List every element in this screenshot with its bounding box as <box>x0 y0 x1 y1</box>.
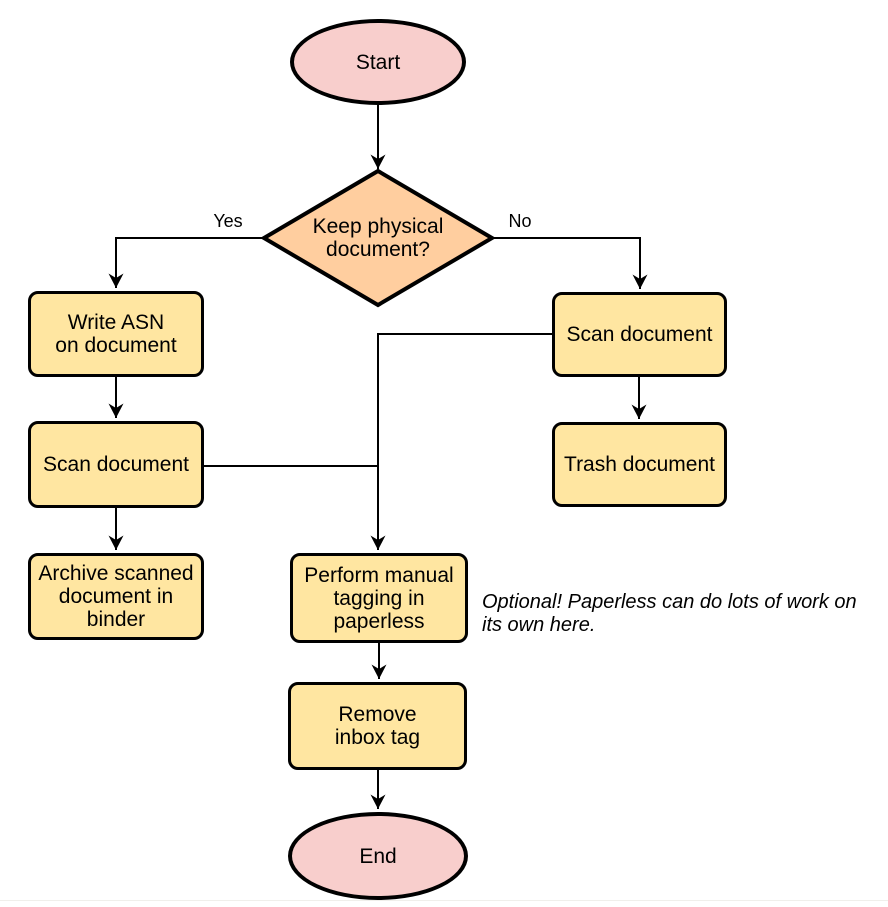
scan-document-left-node: Scan document <box>28 421 204 508</box>
decision-node-label: Keep physical document? <box>286 206 470 270</box>
remove-inbox-tag-label: Remove inbox tag <box>334 703 421 749</box>
write-asn-label: Write ASN on document <box>55 311 177 357</box>
scan-document-right-node: Scan document <box>552 292 727 377</box>
edge-label-yes: Yes <box>206 211 250 231</box>
trash-document-node: Trash document <box>552 422 727 507</box>
end-node: End <box>288 812 468 900</box>
scan-document-right-label: Scan document <box>566 323 713 346</box>
edge-scan-right-tagging <box>370 333 552 550</box>
manual-tagging-label: Perform manual tagging in paperless <box>304 563 454 633</box>
archive-node: Archive scanned document in binder <box>28 553 204 640</box>
write-asn-node: Write ASN on document <box>28 291 204 377</box>
scan-document-left-label: Scan document <box>43 453 189 476</box>
start-label: Start <box>355 50 401 74</box>
decision-label: Keep physical document? <box>312 215 444 261</box>
remove-inbox-tag-node: Remove inbox tag <box>288 682 467 770</box>
end-label: End <box>359 844 397 868</box>
edge-decision-write-asn <box>108 237 264 288</box>
edge-label-no: No <box>500 211 540 231</box>
bottom-divider <box>0 900 888 901</box>
archive-label: Archive scanned document in binder <box>38 562 194 631</box>
trash-document-label: Trash document <box>564 453 715 476</box>
optional-annotation: Optional! Paperless can do lots of work … <box>482 591 857 636</box>
decision-node-shape <box>260 168 496 308</box>
start-node: Start <box>290 19 466 105</box>
edge-decision-scan-right <box>492 237 648 289</box>
manual-tagging-node: Perform manual tagging in paperless <box>290 553 468 643</box>
